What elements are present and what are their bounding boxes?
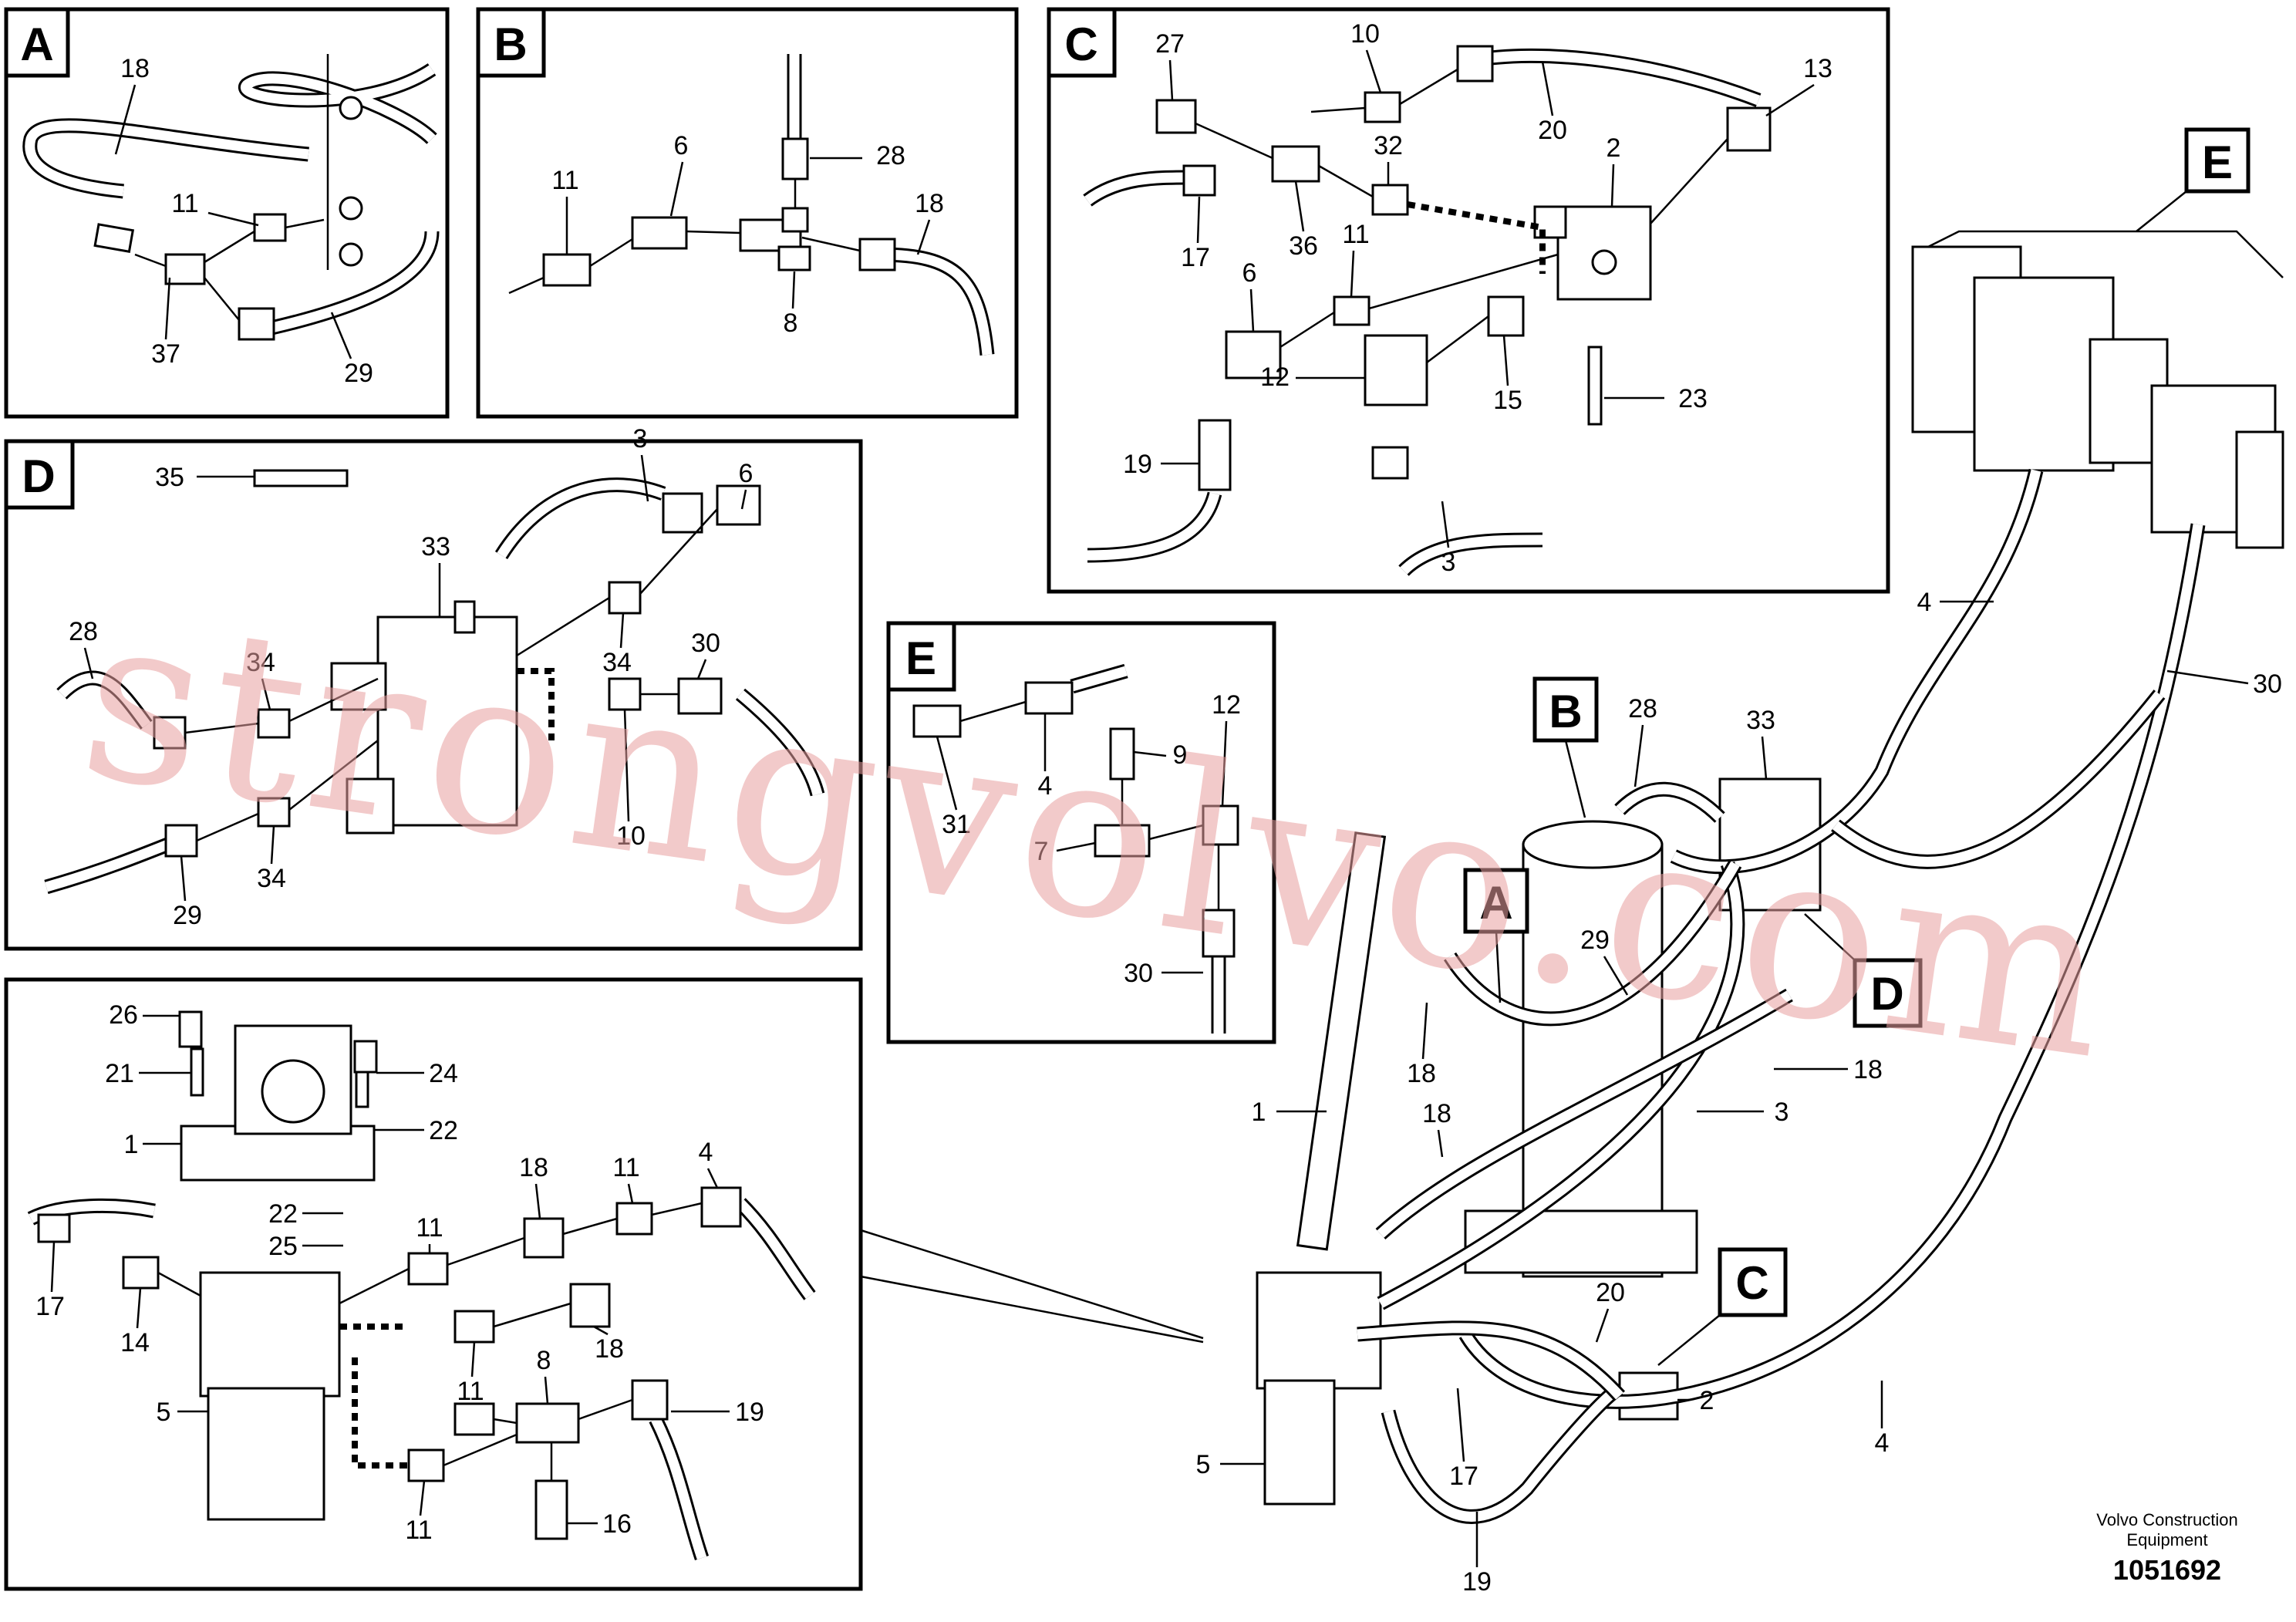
panel-c-label: 2 (1607, 133, 1621, 163)
valve-panel-label: 24 (429, 1059, 458, 1088)
panel-c-label: 17 (1181, 243, 1210, 272)
valve-panel-label: 18 (595, 1334, 624, 1364)
panel-e-label: 4 (1038, 771, 1053, 801)
main-label: 18 (1853, 1055, 1883, 1084)
main-label: 18 (1422, 1099, 1451, 1128)
valve-panel-label: 5 (157, 1398, 171, 1427)
valve-panel-label: 22 (268, 1199, 298, 1229)
valve-panel-label: 18 (519, 1153, 548, 1182)
main-callout-b: B (1549, 686, 1582, 737)
panel-d-label: 3 (633, 424, 648, 454)
panel-c-label: 10 (1350, 19, 1380, 49)
panel-d-label: 33 (421, 532, 450, 561)
main-label: 33 (1746, 706, 1775, 735)
main-callout-c: C (1735, 1257, 1768, 1309)
valve-panel-label: 21 (105, 1059, 134, 1088)
panel-c-label: 11 (1342, 220, 1369, 249)
main-label: 30 (2253, 669, 2282, 699)
panel-e-label: 31 (942, 810, 971, 839)
detail-panel-b: B 28 6 11 18 8 (476, 7, 1019, 419)
panel-e-label: 7 (1034, 837, 1049, 866)
valve-panel-label: 11 (612, 1153, 639, 1182)
main-label: 18 (1407, 1059, 1436, 1088)
detail-panel-e: E 4 9 12 31 7 30 (886, 621, 1276, 1044)
valve-panel-label: 17 (35, 1292, 65, 1321)
panel-e-label: 12 (1212, 690, 1241, 720)
panel-c-label: 19 (1123, 450, 1152, 479)
valve-panel-label: 16 (602, 1509, 632, 1539)
detail-panel-d: D 3 6 33 35 (4, 424, 863, 951)
panel-c-label: 3 (1441, 548, 1456, 577)
panel-c-label: 6 (1242, 258, 1257, 288)
valve-panel-label: 22 (429, 1116, 458, 1145)
valve-panel-label: 11 (457, 1377, 484, 1406)
main-label: 28 (1628, 694, 1657, 723)
main-label: 29 (1580, 926, 1610, 955)
panel-c-letter: C (1064, 19, 1097, 70)
panel-d-label: 35 (155, 463, 184, 492)
panel-b-label: 28 (876, 141, 905, 170)
panel-d-label: 34 (257, 864, 286, 893)
maker-name-line2: Equipment (2126, 1530, 2207, 1549)
panel-d-label: 34 (246, 648, 275, 677)
panel-a-label: 29 (344, 359, 373, 388)
panel-d-label: 30 (691, 629, 720, 658)
panel-d-label: 29 (173, 901, 202, 930)
panel-c-label: 13 (1803, 54, 1832, 83)
panel-e-letter: E (905, 632, 936, 684)
panel-c-label: 32 (1374, 131, 1403, 160)
panel-c-label: 12 (1260, 363, 1290, 392)
panel-d-letter: D (22, 450, 55, 502)
panel-b-label: 18 (915, 189, 944, 218)
main-callout-a: A (1479, 877, 1512, 929)
panel-c-label: 27 (1155, 29, 1185, 59)
panel-c-label: 15 (1493, 386, 1522, 415)
panel-c-label: 36 (1289, 231, 1318, 261)
panel-e-label: 30 (1124, 959, 1153, 988)
main-label: 4 (1917, 588, 1932, 617)
valve-panel-label: 4 (699, 1138, 713, 1167)
detail-panel-a: A 18 11 37 29 (4, 7, 450, 419)
detail-panel-steering-valve: 26 21 24 1 22 22 25 11 18 11 4 17 14 11 … (4, 977, 1204, 1591)
panel-b-label: 6 (674, 131, 689, 160)
valve-panel-label: 1 (124, 1130, 139, 1159)
panel-d-label: 34 (602, 648, 632, 677)
detail-panel-c: C 27 10 (1047, 7, 1890, 594)
main-callout-d: D (1870, 968, 1903, 1020)
panel-a-label: 37 (151, 339, 180, 369)
maker-name: Volvo Construction (2096, 1510, 2237, 1529)
panel-c-label: 23 (1678, 384, 1708, 413)
main-label: 2 (1700, 1386, 1714, 1415)
valve-panel-label: 11 (416, 1213, 443, 1243)
valve-panel-label: 26 (109, 1000, 138, 1030)
footer-info: Volvo Construction Equipment 1051692 (2096, 1510, 2237, 1586)
valve-panel-label: 11 (405, 1516, 432, 1545)
panel-e-label: 9 (1173, 740, 1188, 770)
main-assembly-view: B E A C D 28 33 4 30 29 18 18 1 18 3 20 (1196, 127, 2284, 1597)
valve-panel-label: 19 (735, 1398, 764, 1427)
main-label: 20 (1596, 1278, 1625, 1307)
main-label: 17 (1449, 1462, 1478, 1491)
panel-d-label: 10 (616, 821, 646, 851)
main-label: 19 (1462, 1567, 1492, 1597)
panel-a-label: 18 (120, 54, 150, 83)
panel-a-label: 11 (171, 189, 198, 218)
panel-b-label: 8 (784, 309, 798, 338)
panel-a-letter: A (20, 19, 53, 70)
main-label: 4 (1875, 1428, 1890, 1458)
main-label: 1 (1252, 1098, 1266, 1127)
main-callout-e: E (2202, 137, 2233, 188)
panel-b-letter: B (494, 19, 527, 70)
drawing-number: 1051692 (2113, 1554, 2221, 1586)
panel-c-label: 20 (1538, 116, 1567, 145)
main-label: 3 (1775, 1098, 1789, 1127)
valve-panel-label: 8 (537, 1346, 551, 1375)
panel-d-label: 6 (739, 459, 754, 488)
panel-d-label: 28 (69, 617, 98, 646)
valve-panel-label: 25 (268, 1232, 298, 1261)
panel-b-label: 11 (551, 166, 578, 195)
main-label: 5 (1196, 1450, 1211, 1479)
valve-panel-label: 14 (120, 1328, 150, 1357)
